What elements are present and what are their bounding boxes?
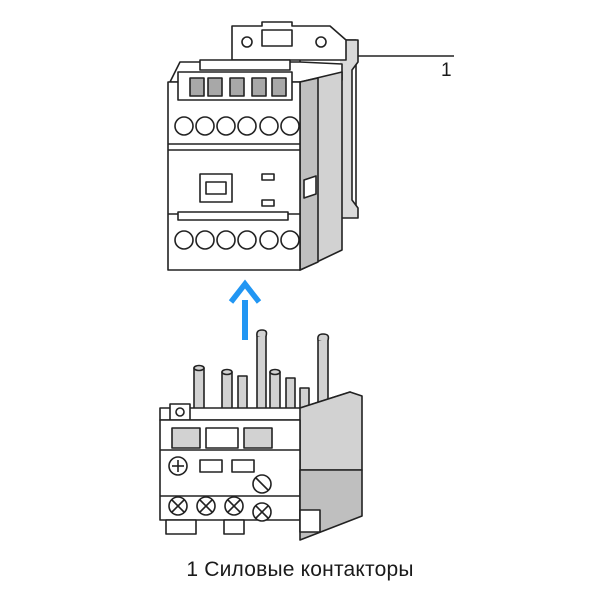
callout-number: 1 bbox=[441, 60, 452, 81]
arrow-up-icon bbox=[228, 279, 262, 340]
figure-caption: 1 Силовые контакторы bbox=[186, 558, 414, 581]
contactor-icon bbox=[167, 21, 359, 271]
thermal-overload-relay-icon bbox=[159, 329, 363, 541]
